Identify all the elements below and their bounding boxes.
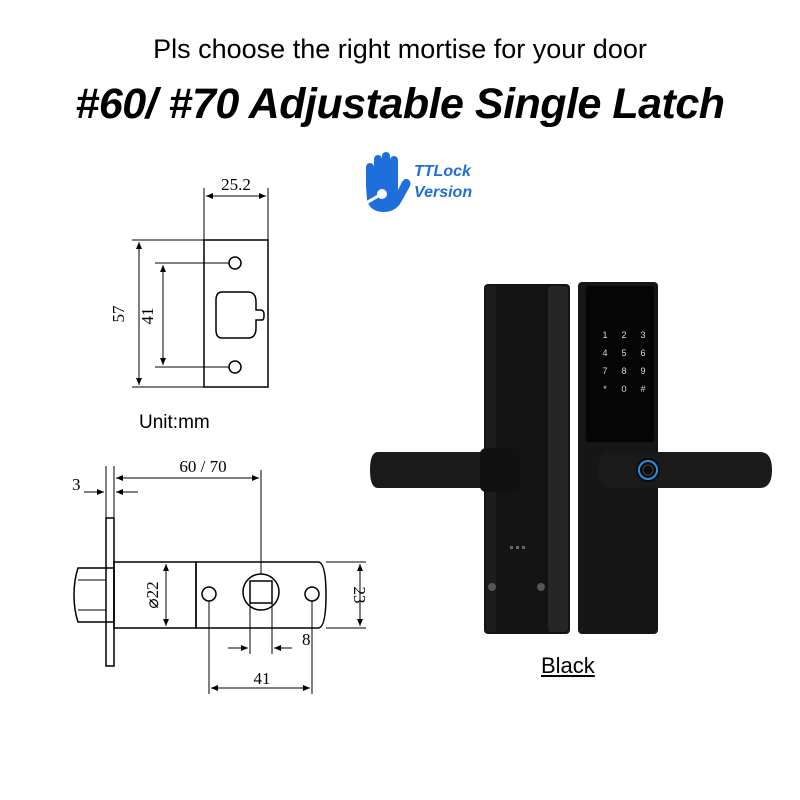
badge-line2: Version: [414, 184, 473, 201]
bolt-diameter-label: ⌀22: [143, 581, 162, 608]
faceplate-screw-hole-top: [228, 256, 242, 270]
latch-drawing: [73, 466, 366, 694]
lock-keypad: 1 2 3 4 5 6 7 8 9 * 0 #: [602, 330, 645, 394]
door-lock-image: 1 2 3 4 5 6 7 8 9 * 0 #: [370, 282, 772, 634]
backset-label: 60 / 70: [179, 457, 226, 476]
keypad-key: 9: [640, 366, 645, 376]
keypad-key: 3: [640, 330, 645, 340]
plate-thickness-label: 3: [72, 475, 81, 494]
latch-bolt: [73, 567, 115, 623]
faceplate-drawing: [132, 188, 269, 388]
keypad-key: 7: [602, 366, 607, 376]
latch-spindle-square: [249, 580, 273, 604]
body-height-label: 23: [350, 587, 369, 604]
keypad-key: 1: [602, 330, 607, 340]
badge-line1: TTLock: [414, 163, 471, 180]
latch-body-hole-right: [304, 586, 320, 602]
keypad-key: 6: [640, 348, 645, 358]
latch-body: [195, 561, 327, 629]
keypad-key: #: [640, 384, 645, 394]
keypad-key: 4: [602, 348, 607, 358]
keypad-key: 5: [621, 348, 626, 358]
faceplate-width-label: 25.2: [221, 175, 251, 194]
faceplate-latch-hole: [215, 291, 265, 339]
faceplate-height-label: 57: [109, 305, 128, 323]
spindle-label: 8: [302, 630, 311, 649]
unit-label: Unit:mm: [139, 412, 210, 433]
latch-faceplate: [105, 517, 115, 667]
faceplate-outline: [203, 239, 269, 388]
color-label: Black: [541, 653, 595, 678]
ttlock-badge: TTLock Version: [356, 150, 496, 216]
latch-body-hole-left: [201, 586, 217, 602]
lock-front-handle: [598, 452, 772, 488]
subtitle: Pls choose the right mortise for your do…: [153, 34, 647, 64]
keypad-key: 2: [621, 330, 626, 340]
keypad-key: 0: [621, 384, 626, 394]
lock-keypad-screen: [586, 286, 654, 442]
hand-key-icon: [364, 152, 411, 212]
faceplate-screw-hole-bottom: [228, 360, 242, 374]
keypad-key: *: [603, 384, 607, 394]
latch-spindle-hub: [242, 573, 280, 611]
body-length-label: 41: [254, 669, 271, 688]
title: #60/ #70 Adjustable Single Latch: [75, 80, 725, 128]
faceplate-spacing-label: 41: [138, 308, 157, 325]
keypad-key: 8: [621, 366, 626, 376]
